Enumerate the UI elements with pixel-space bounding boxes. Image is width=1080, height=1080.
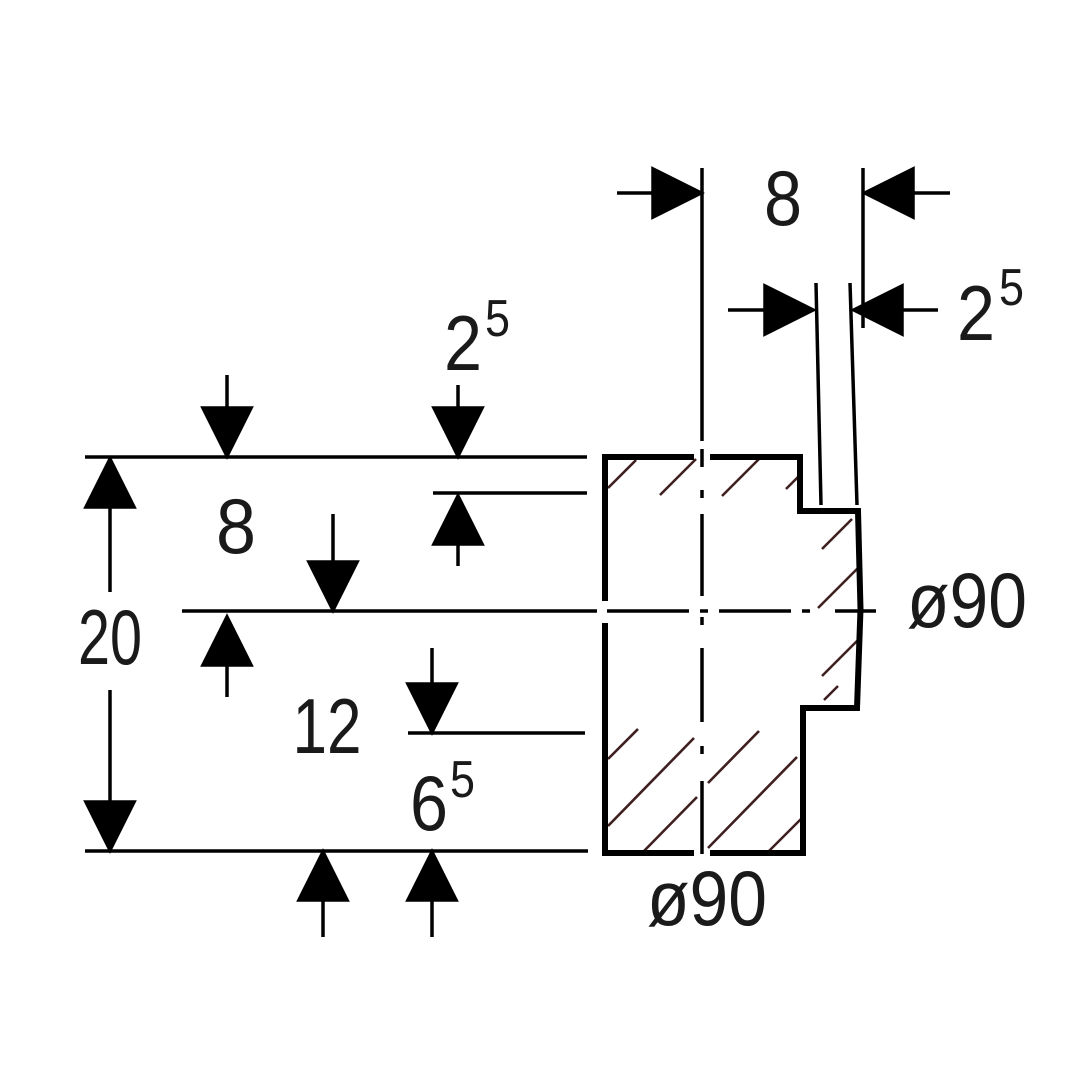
ext-line-collar-outer (848, 282, 859, 506)
outline-bottom-left (602, 623, 694, 856)
outline-top-left (602, 454, 694, 601)
ext-line-collar-inner (814, 282, 823, 506)
extension-lines (85, 168, 865, 853)
dimension-labels: 8 2 5 2 5 8 20 12 6 5 ø90 ø90 (78, 154, 1027, 942)
dim-top-wall-sup: 5 (999, 259, 1024, 317)
dia-bottom-label: ø90 (647, 854, 767, 942)
dim-top-width-label: 8 (764, 154, 802, 242)
dimension-arrows (83, 166, 950, 937)
centerlines (607, 168, 876, 854)
dim-top-wall-label: 2 (957, 269, 995, 357)
dim-lower-sup: 5 (450, 751, 475, 809)
dim-lip-label: 2 (444, 299, 482, 387)
outline-right (710, 454, 864, 856)
dim-lower-label: 6 (410, 759, 448, 847)
dim-lip-sup: 5 (485, 290, 510, 348)
part-outline (602, 454, 864, 856)
dia-right-label: ø90 (907, 556, 1027, 644)
dim-upper-height-label: 8 (216, 482, 256, 570)
dim-overall-height-label: 20 (78, 593, 142, 681)
dim-mid-height-label: 12 (293, 682, 362, 770)
hatch-lines (607, 458, 861, 852)
